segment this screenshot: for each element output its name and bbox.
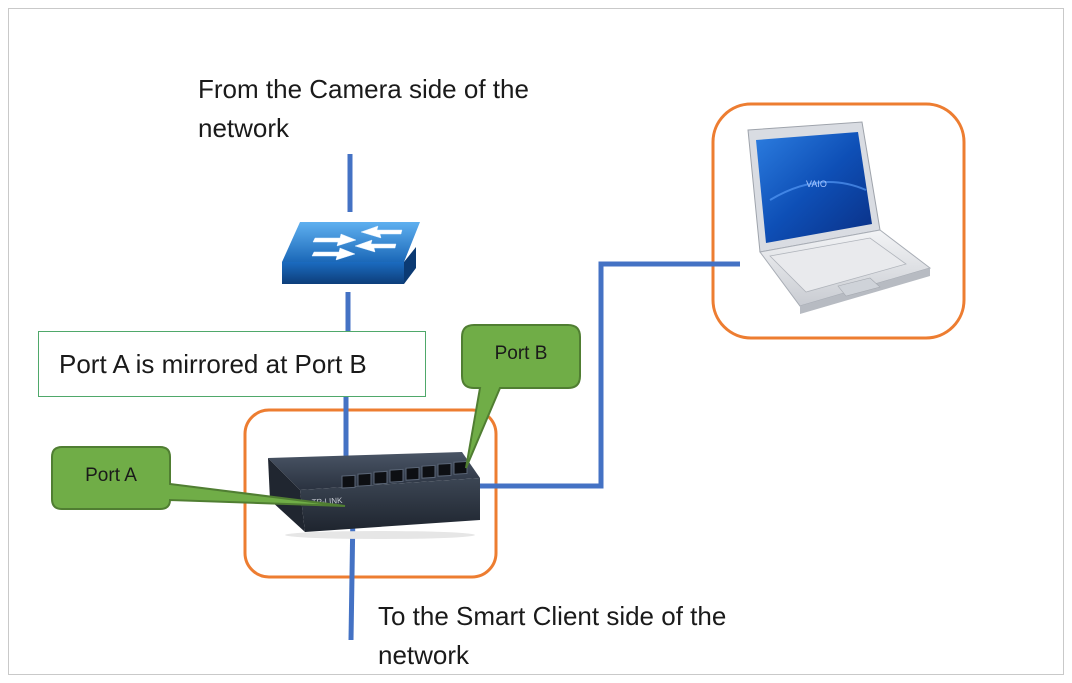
port-a-callout [51,446,346,510]
port-b-label: Port B [494,343,548,364]
mirror-port-cable [462,261,740,489]
gigabit-switch-image: TP-LINK [268,452,480,539]
network-switch-icon [282,222,420,284]
laptop-highlight-frame [711,102,966,340]
mirror-note-box: Port A is mirrored at Port B [38,331,426,397]
camera-side-caption: From the Camera side of the network [198,74,529,143]
port-b-callout [461,324,581,469]
smart-client-side-caption: To the Smart Client side of the network [378,601,727,670]
laptop-brand-text: VAIO [806,179,827,189]
port-a-label: Port A [85,465,137,486]
switch-brand-text: TP-LINK [312,496,344,507]
smart-client-side-cable [348,509,356,641]
laptop-image: VAIO [747,121,932,314]
mirror-note-text: Port A is mirrored at Port B [59,348,367,379]
